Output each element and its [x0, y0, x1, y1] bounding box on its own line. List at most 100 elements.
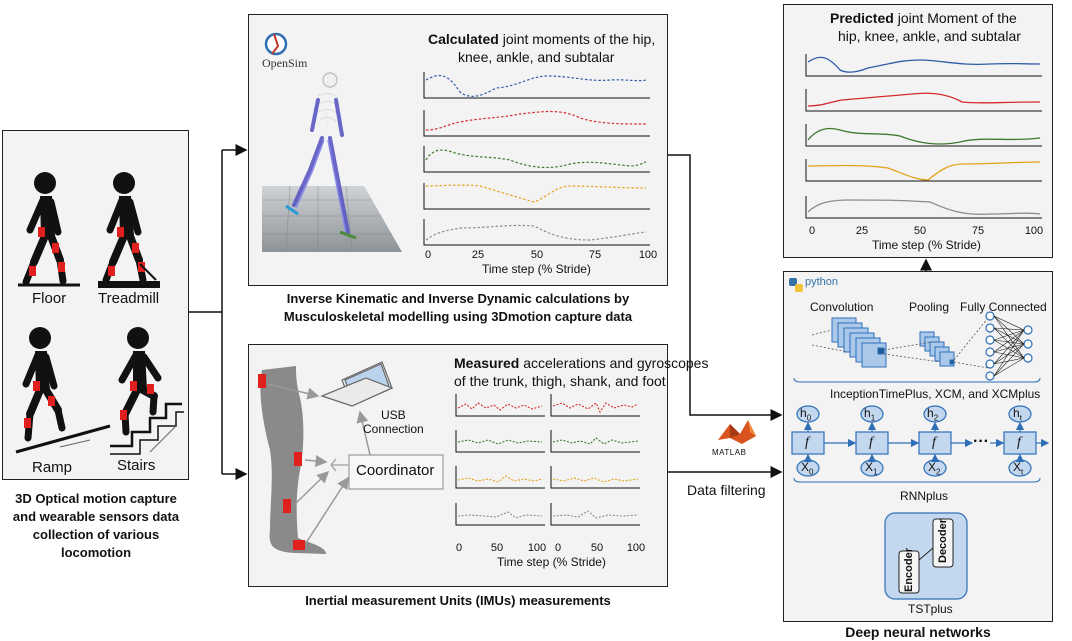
python-logo-icon: [789, 278, 803, 292]
pred-xtick-0: 0: [809, 225, 815, 237]
matlab-logo-icon: [718, 420, 756, 444]
shank-gyro-curve: [552, 477, 639, 483]
foot-gyro-curve: [552, 510, 639, 519]
rnn-hidden-1: h1: [864, 406, 876, 423]
rnn-chain: [791, 405, 1050, 477]
imu-xticks: 0 50 100 0 50 100: [456, 542, 645, 554]
rnn-name-label: RNNplus: [900, 489, 949, 503]
opensim-curves: [425, 74, 647, 241]
data-filtering-label: Data filtering: [687, 482, 766, 498]
encoder-label: Encoder: [903, 547, 915, 592]
flow-arrows: [189, 144, 932, 480]
pred-xtick-2: 50: [914, 225, 926, 237]
opensim-xtick-4: 100: [639, 249, 657, 261]
imu-caption: Inertial measurement Units (IMUs) measur…: [305, 593, 611, 608]
opensim-caption: Inverse Kinematic and Inverse Dynamic ca…: [283, 291, 633, 324]
pred-xtick-3: 75: [972, 225, 984, 237]
prediction-xticks: 0 25 50 75 100: [809, 225, 1043, 237]
opensim-title: Calculated joint moments of the hip,: [428, 31, 656, 47]
knee-moment-curve: [425, 110, 647, 131]
prediction-xlabel: Time step (% Stride): [872, 238, 981, 252]
opensim-xtick-2: 50: [531, 249, 543, 261]
locomotion-caption: 3D Optical motion capture and wearable s…: [12, 491, 180, 560]
subtalar-moment-curve: [425, 184, 647, 203]
prediction-title-line2: hip, knee, ankle, and subtalar: [838, 28, 1021, 44]
rnn-input-2: X2: [928, 460, 941, 477]
mode-label-floor: Floor: [32, 290, 67, 307]
rnn-cell-1: f: [869, 435, 873, 450]
prediction-panel: [783, 4, 1053, 258]
mode-label-stairs: Stairs: [117, 457, 156, 474]
leg-illustration: [258, 361, 444, 554]
imu-title-line2: of the trunk, thigh, shank, and foot: [454, 373, 666, 389]
stairs-walker-figure: [110, 327, 184, 455]
imu-chart-axes: [455, 394, 640, 526]
imu-xlabel: Time step (% Stride): [497, 555, 606, 569]
cnn-models-label: InceptionTimePlus, XCM, and XCMplus: [830, 387, 1041, 401]
imu-xtick-right-1: 50: [591, 542, 603, 554]
pred-xtick-1: 25: [856, 225, 868, 237]
foot-acc-curve: [457, 511, 543, 519]
ramp-walker-figure: [15, 327, 111, 454]
pred-subtalar2-curve: [807, 199, 1041, 215]
pred-subtalar-curve: [807, 161, 1041, 181]
matlab-logo-text: MATLAB: [712, 448, 747, 457]
imu-title: Measured accelerations and gyroscopes: [454, 355, 709, 371]
prediction-title: Predicted joint Moment of the: [830, 10, 1017, 26]
imu-curves: [457, 402, 639, 519]
rnn-input-1: X1: [865, 460, 878, 477]
fully-connected-label: Fully Connected: [960, 300, 1047, 314]
shank-acc-curve: [457, 475, 543, 483]
rnn-input-0: X0: [801, 460, 814, 477]
coordinator-label: Coordinator: [356, 462, 435, 479]
hip-moment-curve: [425, 74, 647, 97]
imu-xtick-right-0: 0: [555, 542, 561, 554]
rnn-hidden-2: h2: [927, 406, 939, 423]
rnn-input-t: Xt: [1013, 460, 1024, 477]
convolution-label: Convolution: [810, 300, 874, 314]
transformer-block: [884, 512, 968, 600]
mode-label-treadmill: Treadmill: [98, 290, 160, 307]
opensim-xticks: 0 25 50 75 100: [425, 249, 657, 261]
pred-hip-curve: [807, 56, 1041, 73]
dnn-caption: Deep neural networks: [845, 624, 991, 640]
rnn-cell-t: f: [1017, 435, 1021, 450]
prediction-chart-axes: [805, 54, 1042, 219]
opensim-logo-text: OpenSim: [262, 56, 308, 70]
pooling-label: Pooling: [909, 300, 950, 314]
ankle-moment-curve: [425, 149, 647, 169]
transformer-name-label: TSTplus: [908, 602, 953, 616]
opensim-title-line2: knee, ankle, and subtalar: [458, 49, 615, 65]
rnn-ellipsis: ···: [973, 433, 989, 450]
imu-xtick-left-1: 50: [491, 542, 503, 554]
treadmill-walker-figure: [98, 172, 160, 288]
rnn-hidden-0: h0: [800, 406, 812, 423]
usb-connection-label: USB Connection: [363, 408, 424, 436]
imu-xtick-left-2: 100: [528, 542, 546, 554]
trunk-gyro-curve: [552, 402, 639, 414]
python-logo-text: python: [805, 276, 839, 288]
opensim-xlabel: Time step (% Stride): [482, 262, 591, 276]
floor-walker-figure: [18, 172, 80, 287]
cnn-illustration: [811, 311, 1033, 381]
prediction-curves: [807, 56, 1041, 215]
rnn-hidden-t: ht: [1013, 406, 1022, 423]
opensim-model: [262, 32, 402, 253]
opensim-xtick-3: 75: [589, 249, 601, 261]
locomotion-panel: [2, 130, 189, 480]
walker-figures: [15, 172, 184, 455]
opensim-xtick-0: 0: [425, 249, 431, 261]
subtalar2-moment-curve: [425, 224, 647, 241]
mode-label-ramp: Ramp: [32, 459, 73, 476]
trunk-acc-curve: [457, 402, 543, 411]
thigh-gyro-curve: [552, 437, 639, 445]
pred-knee-curve: [807, 92, 1041, 107]
imu-xtick-right-2: 100: [627, 542, 645, 554]
opensim-chart-axes: [423, 72, 650, 246]
section-braces: [793, 377, 1041, 483]
pred-xtick-4: 100: [1025, 225, 1043, 237]
rnn-cell-2: f: [932, 435, 936, 450]
imu-xtick-left-0: 0: [456, 542, 462, 554]
rnn-cell-0: f: [805, 435, 809, 450]
